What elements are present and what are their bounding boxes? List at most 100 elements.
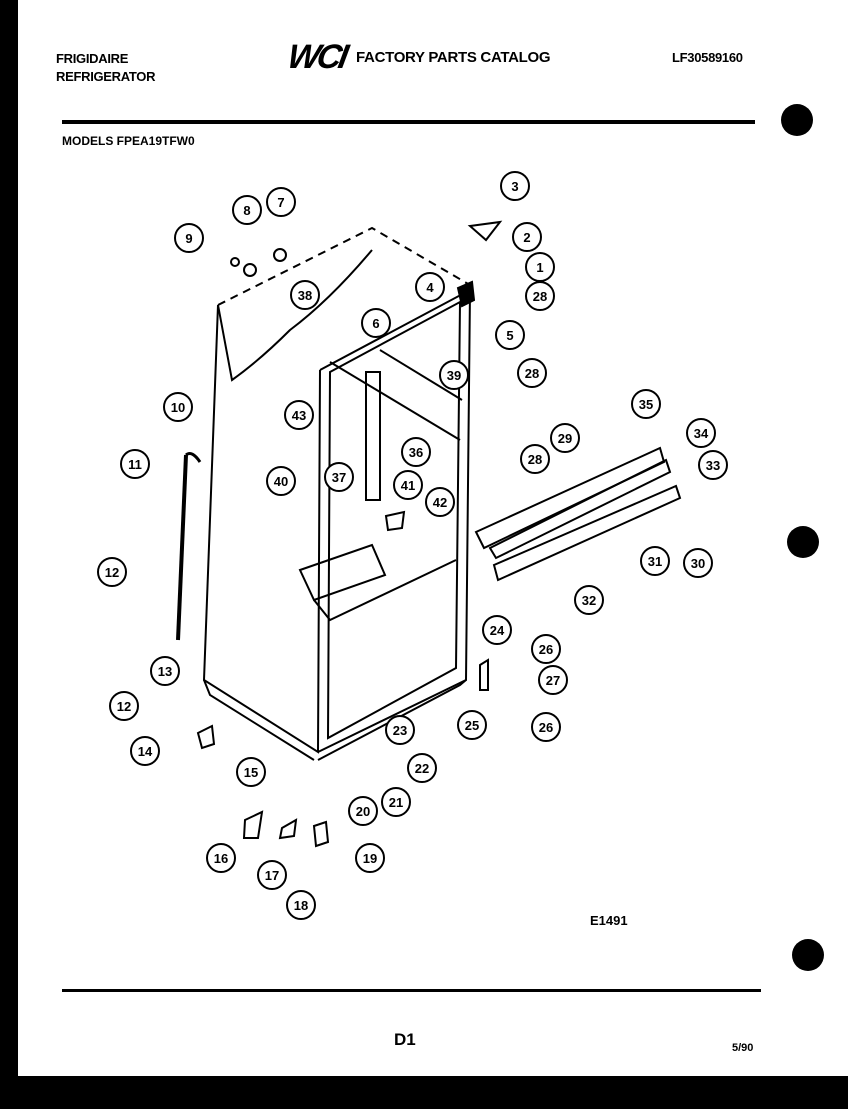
callout-circle xyxy=(512,222,542,252)
catalog-title: FACTORY PARTS CATALOG xyxy=(356,49,551,66)
callout-8: 8 xyxy=(232,195,262,225)
callout-circle xyxy=(517,358,547,388)
header-rule xyxy=(62,120,755,124)
callout-circle xyxy=(120,449,150,479)
callout-33: 33 xyxy=(698,450,728,480)
callout-number: 39 xyxy=(447,368,461,383)
callout-circle xyxy=(130,736,160,766)
callout-37: 37 xyxy=(324,462,354,492)
callout-circle xyxy=(361,308,391,338)
callout-circle xyxy=(407,753,437,783)
callout-number: 24 xyxy=(490,623,505,638)
callout-40: 40 xyxy=(266,466,296,496)
callout-26: 26 xyxy=(531,712,561,742)
callout-16: 16 xyxy=(206,843,236,873)
callout-number: 43 xyxy=(292,408,306,423)
callout-number: 3 xyxy=(511,179,518,194)
callout-number: 5 xyxy=(506,328,513,343)
callout-31: 31 xyxy=(640,546,670,576)
callout-28: 28 xyxy=(520,444,550,474)
callout-circle xyxy=(683,548,713,578)
callout-circle xyxy=(525,281,555,311)
callout-number: 11 xyxy=(128,457,142,472)
brand-name: FRIGIDAIRE xyxy=(56,51,129,66)
callout-7: 7 xyxy=(266,187,296,217)
callout-number: 36 xyxy=(409,445,423,460)
callout-circle xyxy=(631,389,661,419)
product-type: REFRIGERATOR xyxy=(56,69,156,84)
callout-circle xyxy=(482,615,512,645)
callout-3: 3 xyxy=(500,171,530,201)
callout-29: 29 xyxy=(550,423,580,453)
callout-circle xyxy=(324,462,354,492)
callout-34: 34 xyxy=(686,418,716,448)
callout-circle xyxy=(385,715,415,745)
callout-number: 4 xyxy=(426,280,434,295)
callout-4: 4 xyxy=(415,272,445,302)
callout-number: 9 xyxy=(185,231,192,246)
callout-number: 18 xyxy=(294,898,308,913)
callout-circle xyxy=(574,585,604,615)
callout-circle xyxy=(538,665,568,695)
callout-number: 22 xyxy=(415,761,429,776)
callout-number: 25 xyxy=(465,718,479,733)
callout-number: 23 xyxy=(393,723,407,738)
callout-number: 8 xyxy=(243,203,250,218)
callout-circle xyxy=(150,656,180,686)
callout-number: 33 xyxy=(706,458,720,473)
callout-39: 39 xyxy=(439,360,469,390)
callout-circle xyxy=(174,223,204,253)
callout-number: 28 xyxy=(525,366,539,381)
callout-number: 38 xyxy=(298,288,312,303)
callout-number: 12 xyxy=(117,699,131,714)
callout-9: 9 xyxy=(174,223,204,253)
callout-circle xyxy=(109,691,139,721)
print-date: 5/90 xyxy=(732,1042,754,1054)
callout-12: 12 xyxy=(109,691,139,721)
callout-circle xyxy=(439,360,469,390)
callout-group: 1234567891011121213141516171819202122232… xyxy=(97,171,728,920)
callout-10: 10 xyxy=(163,392,193,422)
callout-circle xyxy=(401,437,431,467)
binder-hole-bottom xyxy=(792,939,824,971)
diagram-code: E1491 xyxy=(590,913,628,928)
footer-rule xyxy=(62,989,761,992)
callout-number: 29 xyxy=(558,431,572,446)
callout-number: 28 xyxy=(533,289,547,304)
callout-circle xyxy=(500,171,530,201)
callout-6: 6 xyxy=(361,308,391,338)
callout-number: 12 xyxy=(105,565,119,580)
scan-edge-bottom xyxy=(0,1076,848,1109)
callout-30: 30 xyxy=(683,548,713,578)
callout-28: 28 xyxy=(525,281,555,311)
callout-17: 17 xyxy=(257,860,287,890)
scan-edge-left xyxy=(0,0,18,1109)
callout-number: 37 xyxy=(332,470,346,485)
callout-circle xyxy=(520,444,550,474)
callout-circle xyxy=(698,450,728,480)
callout-circle xyxy=(348,796,378,826)
callout-24: 24 xyxy=(482,615,512,645)
callout-number: 30 xyxy=(691,556,705,571)
callout-number: 26 xyxy=(539,642,553,657)
callout-number: 40 xyxy=(274,474,288,489)
callout-circle xyxy=(495,320,525,350)
callout-23: 23 xyxy=(385,715,415,745)
callout-36: 36 xyxy=(401,437,431,467)
callout-28: 28 xyxy=(517,358,547,388)
callout-circle xyxy=(286,890,316,920)
callout-number: 21 xyxy=(389,795,403,810)
callout-number: 17 xyxy=(265,868,279,883)
binder-hole-middle xyxy=(787,526,819,558)
binder-hole-top xyxy=(781,104,813,136)
callout-11: 11 xyxy=(120,449,150,479)
callout-number: 2 xyxy=(523,230,530,245)
callout-number: 10 xyxy=(171,400,185,415)
callout-number: 20 xyxy=(356,804,370,819)
callout-number: 16 xyxy=(214,851,228,866)
callout-32: 32 xyxy=(574,585,604,615)
callout-number: 7 xyxy=(277,195,284,210)
callout-number: 34 xyxy=(694,426,709,441)
callout-2: 2 xyxy=(512,222,542,252)
